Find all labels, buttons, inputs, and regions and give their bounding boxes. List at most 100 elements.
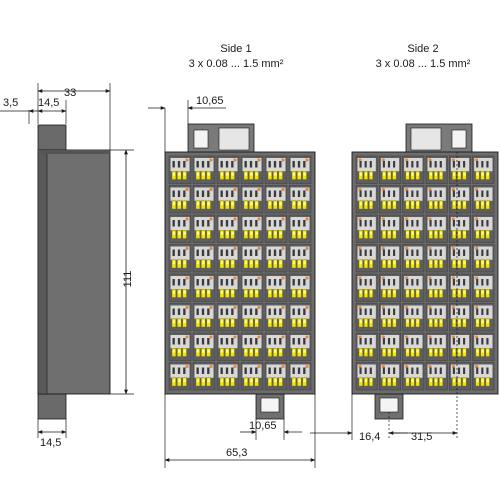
terminal-module	[472, 303, 495, 332]
terminal-module	[168, 185, 192, 214]
terminal-module	[288, 273, 312, 302]
terminal-module	[168, 362, 192, 391]
side-1-title: Side 1	[220, 43, 251, 55]
side-2-dimensions	[310, 152, 458, 440]
dim-10-65-top: 10,65	[196, 95, 224, 107]
terminal-module	[240, 303, 264, 332]
terminal-module	[355, 214, 378, 243]
terminal-module	[240, 214, 264, 243]
terminal-module	[192, 155, 216, 184]
terminal-module	[402, 244, 425, 273]
terminal-module	[192, 332, 216, 361]
terminal-module	[379, 362, 401, 391]
side-2-connector-socket-right	[451, 129, 467, 149]
side-2-terminal-grid	[355, 155, 495, 391]
terminal-module	[402, 303, 425, 332]
terminal-module	[216, 332, 240, 361]
side-1-bottom-socket	[260, 397, 280, 413]
terminal-module	[192, 303, 216, 332]
side-view-top-lug	[37, 124, 67, 154]
side-view-rail-strip	[37, 149, 48, 395]
terminal-module	[379, 185, 401, 214]
terminal-module	[288, 362, 312, 391]
terminal-module	[216, 303, 240, 332]
terminal-module	[425, 244, 448, 273]
terminal-module	[472, 185, 495, 214]
terminal-module	[192, 244, 216, 273]
terminal-module	[216, 273, 240, 302]
terminal-module	[425, 303, 448, 332]
terminal-module	[264, 362, 288, 391]
terminal-module	[288, 155, 312, 184]
terminal-module	[240, 185, 264, 214]
side-view-top-shadow	[38, 150, 110, 154]
terminal-module	[216, 214, 240, 243]
terminal-module	[425, 185, 448, 214]
terminal-module	[425, 332, 448, 361]
terminal-module	[216, 362, 240, 391]
terminal-module	[264, 185, 288, 214]
terminal-module	[472, 273, 495, 302]
terminal-module	[425, 214, 448, 243]
terminal-module	[355, 332, 378, 361]
terminal-module	[402, 185, 425, 214]
terminal-module	[288, 332, 312, 361]
dim-16-4: 16,4	[359, 431, 380, 443]
side-2-view: Side 2 3 x 0.08 ... 1.5 mm²	[351, 43, 499, 420]
terminal-module	[192, 362, 216, 391]
terminal-module	[240, 155, 264, 184]
terminal-module	[288, 185, 312, 214]
terminal-module	[449, 273, 471, 302]
terminal-module	[264, 214, 288, 243]
terminal-module	[472, 155, 495, 184]
terminal-module	[168, 303, 192, 332]
terminal-module	[192, 214, 216, 243]
side-1-spec: 3 x 0.08 ... 1.5 mm²	[189, 58, 284, 70]
terminal-module	[192, 273, 216, 302]
side-1-terminal-grid	[168, 155, 312, 391]
side-2-bottom-socket	[379, 397, 399, 413]
terminal-module	[449, 332, 471, 361]
terminal-module	[168, 273, 192, 302]
terminal-module	[472, 214, 495, 243]
terminal-module	[449, 155, 471, 184]
terminal-module	[355, 303, 378, 332]
terminal-module	[168, 214, 192, 243]
side-1-view: Side 1 3 x 0.08 ... 1.5 mm²	[164, 43, 316, 420]
terminal-module	[288, 214, 312, 243]
dim-111: 111	[122, 271, 134, 288]
dim-33: 33	[64, 87, 76, 99]
terminal-module	[449, 214, 471, 243]
terminal-module	[402, 155, 425, 184]
side-1-connector-socket-left	[193, 129, 209, 149]
side-2-connector-socket-left	[410, 127, 442, 151]
terminal-module	[449, 362, 471, 391]
dim-14-5-top: 14,5	[38, 97, 59, 109]
terminal-module	[264, 273, 288, 302]
terminal-module	[240, 244, 264, 273]
terminal-module	[425, 362, 448, 391]
side-1-connector-socket-right	[218, 127, 250, 151]
side-view-dimensions	[0, 83, 134, 438]
terminal-module	[402, 332, 425, 361]
terminal-module	[168, 332, 192, 361]
dim-14-5-bottom: 14,5	[40, 437, 61, 449]
terminal-module	[355, 155, 378, 184]
terminal-module	[264, 244, 288, 273]
terminal-module	[379, 332, 401, 361]
terminal-module	[216, 244, 240, 273]
dim-10-65-bottom: 10,65	[249, 420, 277, 432]
terminal-module	[355, 362, 378, 391]
terminal-module	[355, 244, 378, 273]
terminal-module	[472, 332, 495, 361]
terminal-module	[192, 185, 216, 214]
terminal-module	[264, 332, 288, 361]
side-view-housing	[37, 149, 111, 395]
terminal-module	[402, 362, 425, 391]
side-2-title: Side 2	[407, 43, 438, 55]
terminal-module	[168, 155, 192, 184]
terminal-module	[288, 244, 312, 273]
terminal-module	[472, 362, 495, 391]
terminal-module	[264, 155, 288, 184]
